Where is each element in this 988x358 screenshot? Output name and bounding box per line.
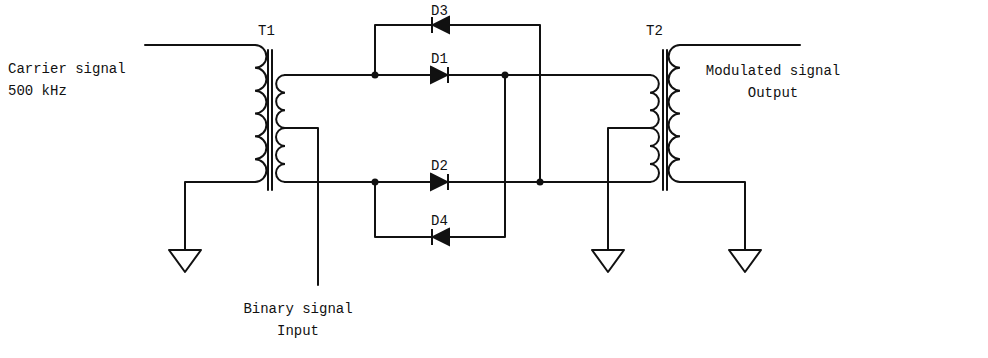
part-name: T1 (258, 20, 275, 42)
transformer-winding (650, 128, 659, 182)
transformer-winding (669, 45, 680, 182)
ground-symbol (169, 250, 201, 272)
junction-dot (537, 179, 544, 186)
transformer-core (663, 50, 667, 190)
transformer-winding (650, 75, 659, 128)
ground-wire (680, 182, 745, 250)
junction-dot (502, 72, 509, 79)
transformer-core (268, 50, 272, 190)
binary-input-wire (285, 128, 318, 285)
diode-symbol (428, 174, 452, 190)
wire (375, 74, 650, 76)
junction-dot (372, 179, 379, 186)
junction-dot (372, 72, 379, 79)
diode-triangle (431, 174, 447, 190)
ground-symbol (592, 250, 624, 272)
diode-symbol (428, 67, 452, 83)
transformer-winding (276, 128, 285, 182)
output-wire (680, 44, 800, 46)
diode-lead (428, 24, 452, 26)
diode-symbol (428, 17, 452, 33)
diode-lead (428, 181, 452, 183)
part-name: T2 (646, 20, 663, 42)
transformer-winding (276, 75, 285, 128)
part-name: D3 (431, 0, 448, 22)
part-name: D4 (431, 210, 448, 232)
diode-triangle (431, 67, 447, 83)
junction-dots (372, 72, 544, 186)
ground-wire (185, 182, 255, 250)
part-name: D1 (431, 48, 448, 70)
signal-name: Carrier signal 500 kHz (8, 58, 133, 102)
ground-symbol (729, 250, 761, 272)
wire (375, 75, 505, 237)
diode-triangle (433, 229, 449, 245)
diode-lead (428, 236, 452, 238)
diode-lead (428, 74, 452, 76)
signal-name: Binary signal Input (238, 298, 358, 342)
wire (375, 25, 540, 182)
carrier-wire (145, 44, 255, 46)
transformer-winding (255, 45, 266, 182)
wire (285, 74, 375, 76)
signal-name: Modulated signal Output (698, 60, 848, 104)
ground-wire (608, 128, 650, 250)
wire (285, 181, 375, 183)
part-name: D2 (431, 155, 448, 177)
diode-triangle (433, 17, 449, 33)
diode-symbol (428, 229, 452, 245)
